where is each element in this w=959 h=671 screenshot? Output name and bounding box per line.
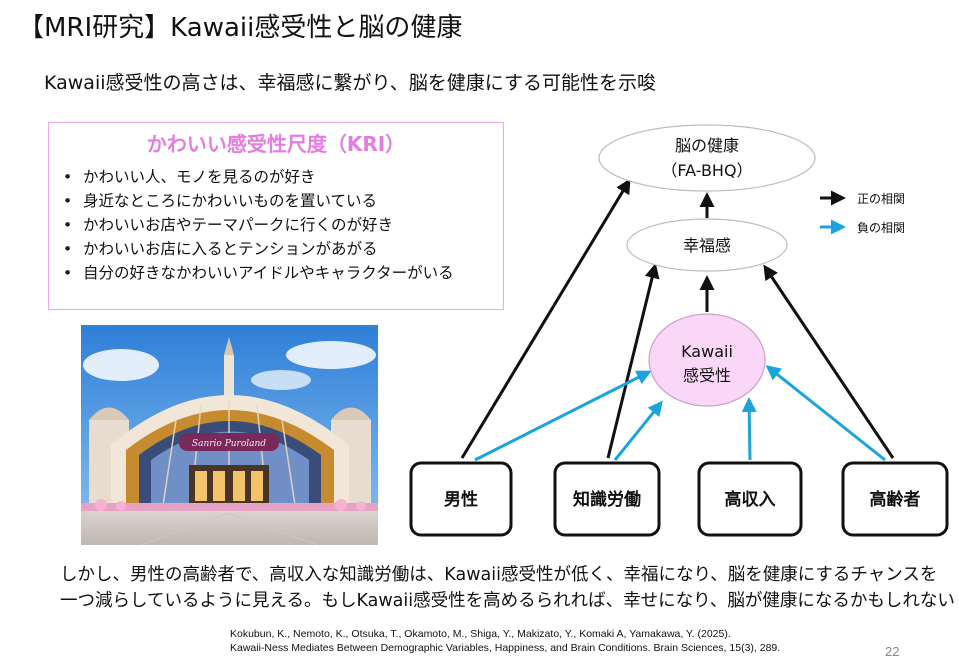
conclusion-line-2: 一つ減らしているように見える。もしKawaii感受性を高めるられれば、幸せになり… [60,591,955,611]
elderly-label: 高齢者 [870,489,921,510]
kri-item-text: かわいいお店やテーマパークに行くのが好き [83,216,394,234]
male-label: 男性 [444,489,478,510]
kri-item: • 自分の好きなかわいいアイドルやキャラクターがいる [57,261,503,285]
arrow-income-to-kawaii [741,397,757,461]
brain-health-label-2: （FA-BHQ） [661,161,752,180]
kri-item-text: かわいい人、モノを見るのが好き [83,168,316,186]
male-node [409,461,513,537]
arrow-male-to-kawaii [474,370,652,462]
happiness-label: 幸福感 [683,236,731,255]
theme-park-illustration: Sanrio Puroland [81,325,378,545]
arrow-elderly-to-happiness [763,264,895,459]
kawaii-node [648,313,766,407]
legend-negative-label: 負の相関 [857,221,905,235]
page-number: 22 [885,644,900,659]
kawaii-label-2: 感受性 [683,366,731,385]
bullet-icon: • [63,264,73,282]
bullet-icon: • [63,216,73,234]
path-diagram: 脳の健康 （FA-BHQ） 幸福感 Kawaii 感受性 男性 知識労働 高収入… [395,115,959,555]
citation: Kokubun, K., Nemoto, K., Otsuka, T., Oka… [230,627,870,655]
slide-title: 【MRI研究】Kawaii感受性と脳の健康 [18,13,463,43]
citation-line-1: Kokubun, K., Nemoto, K., Otsuka, T., Oka… [230,628,731,640]
arrow-knowledge-to-happiness [606,263,660,459]
conclusion-text: しかし、男性の高齢者で、高収入な知識労働は、Kawaii感受性が低く、幸福になり… [60,562,955,614]
slide-subtitle: Kawaii感受性の高さは、幸福感に繋がり、脳を健康にする可能性を示唆 [44,72,656,94]
kri-item: • 身近なところにかわいいものを置いている [57,189,503,213]
happiness-node [626,218,788,272]
high-income-node [697,461,803,537]
kri-item: • かわいい人、モノを見るのが好き [57,165,503,189]
legend-positive-label: 正の相関 [857,192,905,206]
conclusion-line-1: しかし、男性の高齢者で、高収入な知識労働は、Kawaii感受性が低く、幸福になり… [60,565,938,585]
bullet-icon: • [63,168,73,186]
park-sign-text: Sanrio Puroland [192,439,266,449]
arrow-knowledge-to-kawaii [613,400,663,461]
arrow-elderly-to-kawaii [765,365,886,462]
citation-line-2: Kawaii-Ness Mediates Between Demographic… [230,642,781,654]
kawaii-label-1: Kawaii [681,342,733,361]
path-diagram-svg: 脳の健康 （FA-BHQ） 幸福感 Kawaii 感受性 男性 知識労働 高収入… [409,124,949,537]
theme-park-photo: Sanrio Puroland [81,325,378,545]
kri-item-text: 身近なところにかわいいものを置いている [83,192,378,210]
kri-box: かわいい感受性尺度（KRI） • かわいい人、モノを見るのが好き • 身近なところに… [48,122,504,310]
kri-item-text: 自分の好きなかわいいアイドルやキャラクターがいる [83,264,454,282]
bullet-icon: • [63,192,73,210]
kri-title: かわいい感受性尺度（KRI） [146,132,406,156]
high-income-label: 高収入 [725,489,776,510]
bullet-icon: • [63,240,73,258]
kri-item-text: かわいいお店に入るとテンションがあがる [83,240,378,258]
kri-item: • かわいいお店に入るとテンションがあがる [57,237,503,261]
kri-item: • かわいいお店やテーマパークに行くのが好き [57,213,503,237]
brain-health-node [598,124,816,192]
arrow-male-to-brain [460,178,631,459]
kri-list: • かわいい人、モノを見るのが好き • 身近なところにかわいいものを置いている • か… [49,165,503,285]
elderly-node [841,461,949,537]
knowledge-worker-node [553,461,661,537]
brain-health-label-1: 脳の健康 [675,136,739,155]
knowledge-worker-label: 知識労働 [572,489,641,510]
